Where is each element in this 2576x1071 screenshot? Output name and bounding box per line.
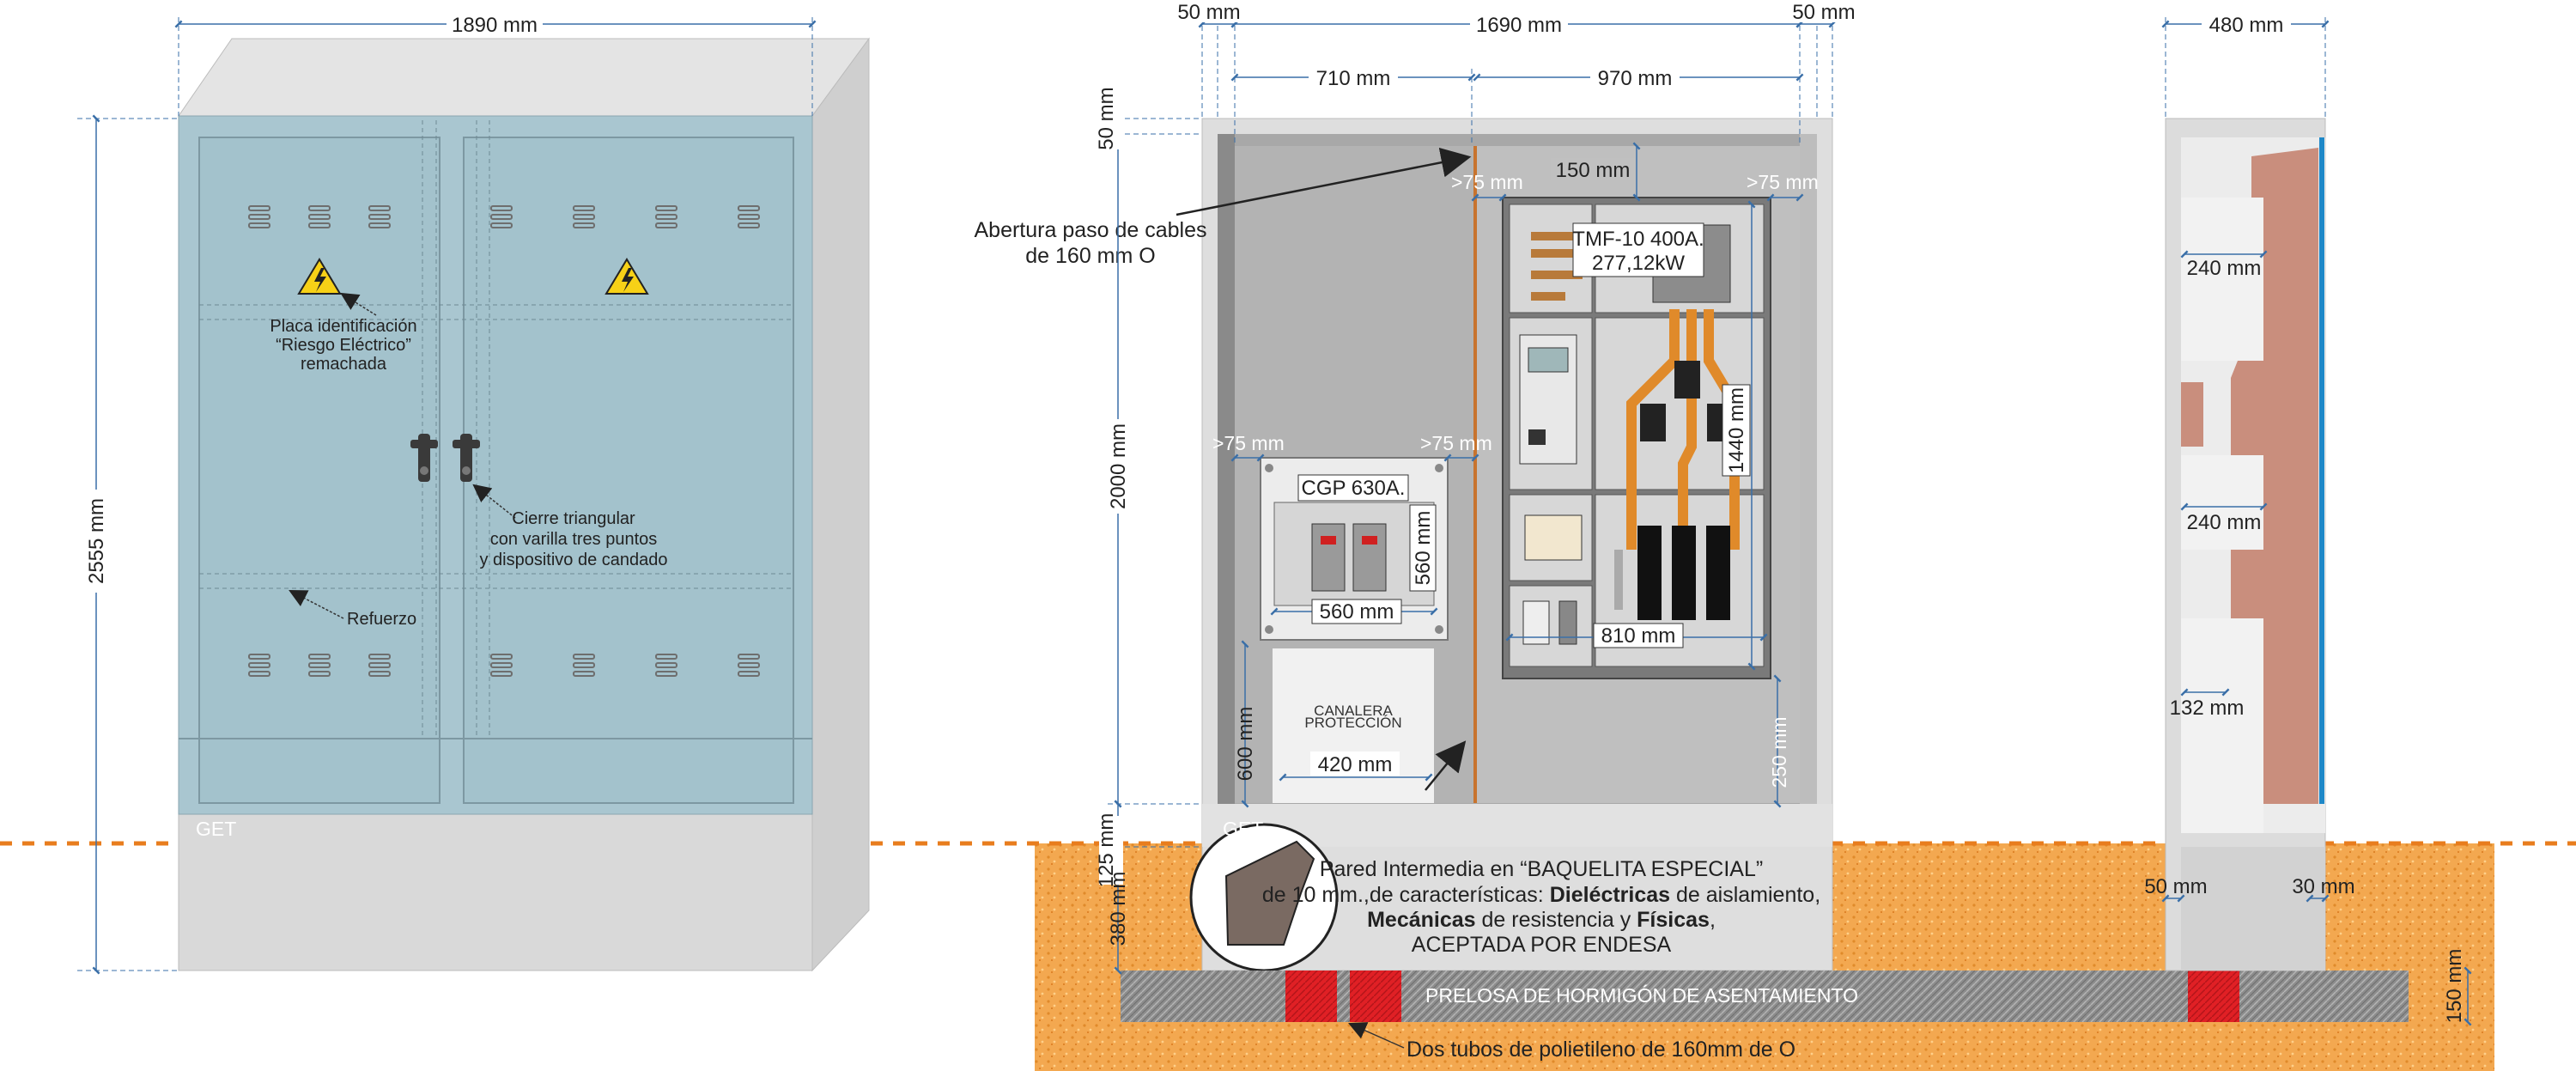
dim-gt75-d: >75 mm xyxy=(1420,432,1492,454)
dim-600: 600 mm xyxy=(1234,707,1257,782)
dim-gt75-b: >75 mm xyxy=(1747,171,1819,193)
vent-slots xyxy=(248,205,760,677)
wall-note: Mecánicas de resistencia y Físicas, xyxy=(1367,908,1716,932)
side-dim-240a: 240 mm xyxy=(2187,257,2262,280)
tube-section xyxy=(1285,971,1337,1022)
side-dim-480: 480 mm xyxy=(2209,14,2284,37)
side-view xyxy=(2165,118,2326,971)
tube-section xyxy=(2188,971,2239,1022)
lock-label-line: con varilla tres puntos xyxy=(490,530,658,549)
brand-logo: GET xyxy=(196,818,236,840)
dim-50-top: 50 mm xyxy=(1095,87,1118,149)
plate-label-line: “Riesgo Eléctrico” xyxy=(276,336,411,355)
side-dim-132: 132 mm xyxy=(2170,697,2245,720)
cable-label-line: de 160 mm O xyxy=(1025,244,1155,268)
dim-width: 1890 mm xyxy=(452,14,538,37)
warning-sign-icon xyxy=(297,258,342,295)
wall-detail-inset xyxy=(1189,823,1339,972)
door-handle-icon xyxy=(410,434,438,482)
dim-gt75-a: >75 mm xyxy=(1451,171,1523,193)
dim-1690: 1690 mm xyxy=(1476,14,1562,37)
dim-560-h: 560 mm xyxy=(1320,600,1394,624)
lock-label-line: Cierre triangular xyxy=(512,509,635,528)
brand-logo: GET xyxy=(1223,818,1263,840)
dim-height: 2555 mm xyxy=(85,498,108,584)
tmf-label-line: 277,12kW xyxy=(1592,252,1685,275)
dim-380: 380 mm xyxy=(1107,872,1130,946)
dim-50-right: 50 mm xyxy=(1792,1,1855,24)
tubes-label: Dos tubos de polietileno de 160mm de O xyxy=(1406,1038,1795,1062)
wall-note: Pared Intermedia en “BAQUELITA ESPECIAL” xyxy=(1320,857,1763,881)
side-dim-30: 30 mm xyxy=(2292,875,2354,898)
door-handle-icon xyxy=(453,434,480,482)
dim-150: 150 mm xyxy=(1556,159,1631,182)
cable-label-line: Abertura paso de cables xyxy=(974,218,1206,242)
wall-note: de 10 mm.,de características: Dieléctric… xyxy=(1262,883,1820,907)
dim-50-left: 50 mm xyxy=(1177,1,1240,24)
canalera-label: PROTECCIÓN xyxy=(1304,715,1401,731)
canalera-label: CANALERA xyxy=(1314,703,1393,719)
dim-560-v: 560 mm xyxy=(1412,511,1435,586)
dim-gt75-c: >75 mm xyxy=(1212,432,1285,454)
dim-810: 810 mm xyxy=(1601,624,1676,648)
side-dim-50: 50 mm xyxy=(2144,875,2207,898)
reinforce-label: Refuerzo xyxy=(347,610,416,629)
dim-970: 970 mm xyxy=(1598,67,1673,90)
slab-label: PRELOSA DE HORMIGÓN DE ASENTAMIENTO xyxy=(1425,984,1858,1007)
front-view xyxy=(178,37,870,972)
dim-1440: 1440 mm xyxy=(1725,387,1748,473)
wall-note: ACEPTADA POR ENDESA xyxy=(1412,933,1672,957)
lock-label-line: y dispositivo de candado xyxy=(479,551,667,569)
tmf-label-line: TMF-10 400A. xyxy=(1572,228,1704,251)
dim-2000: 2000 mm xyxy=(1107,423,1130,509)
side-dim-150: 150 mm xyxy=(2443,949,2466,1024)
dim-710: 710 mm xyxy=(1316,67,1391,90)
cgp-label: CGP 630A. xyxy=(1302,477,1406,500)
plate-label-line: Placa identificación xyxy=(270,317,416,336)
plate-label-line: remachada xyxy=(301,355,387,374)
tube-section xyxy=(1350,971,1401,1022)
dim-420: 420 mm xyxy=(1318,753,1393,776)
warning-sign-icon xyxy=(605,258,649,295)
dim-250: 250 mm xyxy=(1768,716,1790,788)
dim-125: 125 mm xyxy=(1095,813,1118,888)
side-dim-240b: 240 mm xyxy=(2187,511,2262,534)
